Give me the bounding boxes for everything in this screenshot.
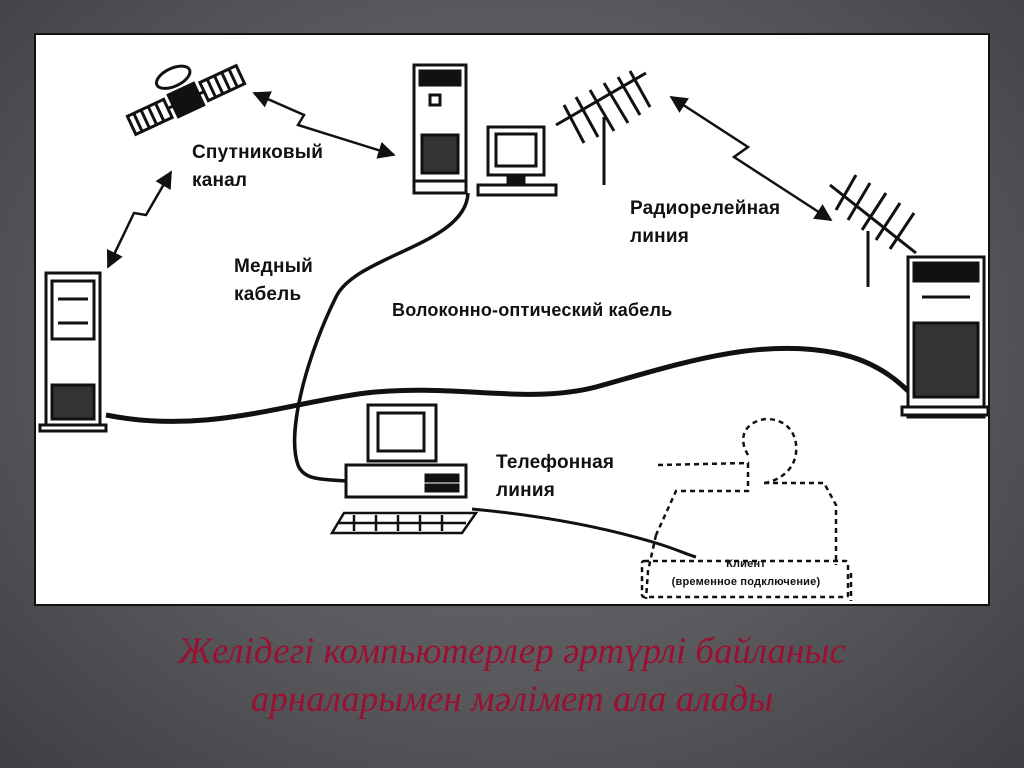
monitor-icon [476, 125, 558, 197]
label-radio-1: Радиорелейная [630, 198, 781, 219]
label-fiber: Волоконно-оптический кабель [392, 300, 673, 320]
antenna-icon [829, 174, 917, 287]
person-silhouette-icon [640, 417, 853, 601]
fiber-optic-cable [105, 345, 910, 424]
network-diagram [38, 63, 988, 601]
satellite-icon [125, 63, 247, 137]
label-satellite-2: канал [192, 170, 248, 191]
telephone-line [471, 507, 697, 559]
label-phone-2: линия [496, 480, 555, 501]
label-copper-1: Медный [234, 256, 314, 277]
slide-caption: Желідегі компьютерлер әртүрлі байланыс а… [60, 628, 964, 724]
server-tower-icon [900, 255, 988, 419]
label-client-2: (временное подключение) [671, 576, 821, 588]
diagram-panel: Спутниковый канал Медный кабель Волоконн… [34, 33, 990, 606]
caption-line-1: Желідегі компьютерлер әртүрлі байланыс [178, 631, 846, 672]
server-tower-icon [38, 271, 108, 433]
satellite-link-left [106, 170, 173, 269]
label-radio-2: линия [630, 226, 689, 247]
caption-line-2: арналарымен мәлімет ала алады [250, 679, 774, 720]
server-tower-icon [412, 63, 468, 195]
antenna-icon [555, 70, 652, 185]
radio-link [669, 95, 833, 222]
label-phone-1: Телефонная [496, 452, 615, 473]
keyboard-icon [329, 511, 479, 535]
copper-cable [292, 192, 470, 483]
desktop-computer-icon [344, 403, 468, 499]
satellite-link-top [252, 91, 396, 159]
label-copper-2: кабель [234, 284, 302, 305]
label-satellite-1: Спутниковый [192, 142, 324, 163]
label-client-1: Клиент [726, 558, 766, 570]
